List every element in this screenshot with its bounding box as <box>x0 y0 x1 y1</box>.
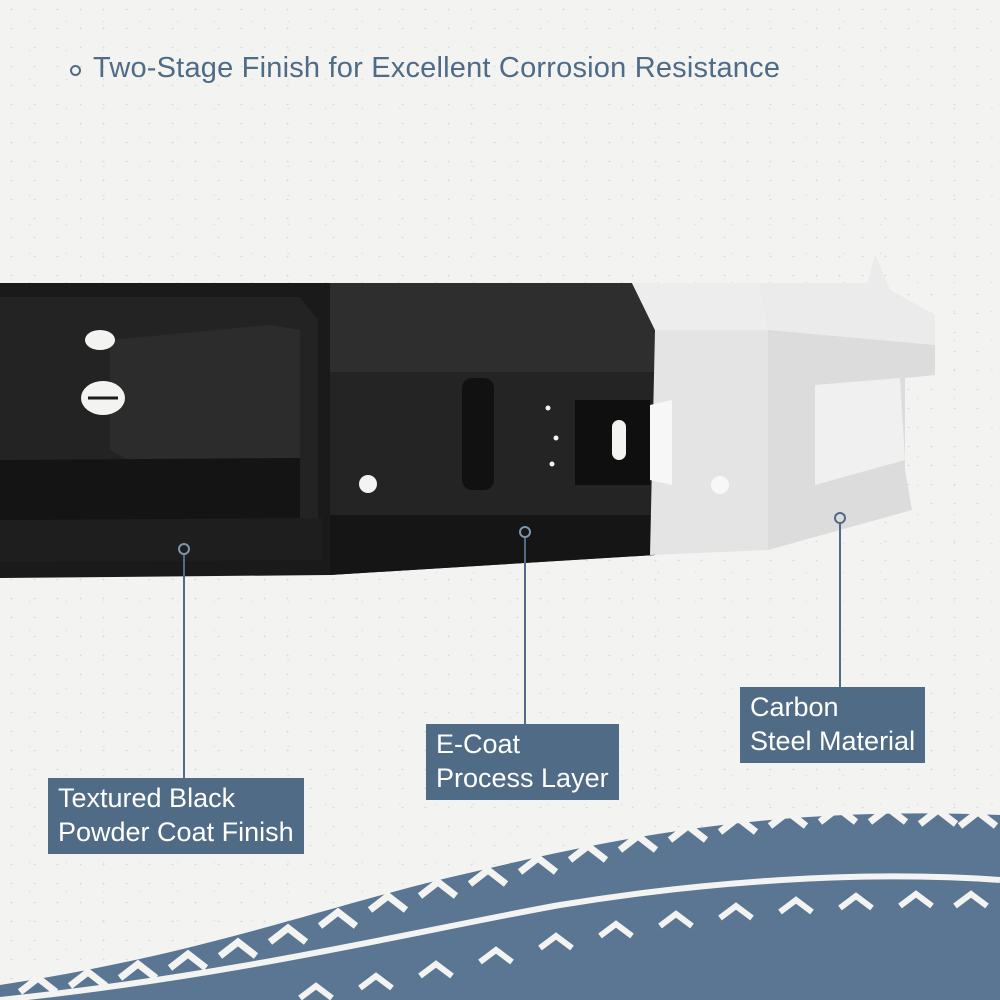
callout-carbon-steel: Carbon Steel Material <box>740 687 926 763</box>
ecoat-section <box>330 283 655 575</box>
callout-carbon-steel-line1: Carbon <box>750 692 839 722</box>
callout-powder-coat: Textured Black Powder Coat Finish <box>48 778 304 854</box>
callout-ecoat: E-Coat Process Layer <box>426 724 619 800</box>
page-headline: Two-Stage Finish for Excellent Corrosion… <box>70 52 780 85</box>
callout-ecoat-line1: E-Coat <box>436 729 521 759</box>
powder-coat-section <box>0 283 330 578</box>
carbon-steel-section <box>632 255 935 555</box>
bullet-ring-icon <box>70 65 81 76</box>
callout-powder-coat-line1: Textured Black <box>58 783 236 813</box>
callout-carbon-steel-line2: Steel Material <box>750 726 916 756</box>
leader-lines <box>178 512 846 778</box>
tire-track-decoration <box>0 803 1000 1000</box>
callout-powder-coat-line2: Powder Coat Finish <box>58 817 294 847</box>
headline-text: Two-Stage Finish for Excellent Corrosion… <box>93 52 781 84</box>
callout-ecoat-line2: Process Layer <box>436 763 609 793</box>
